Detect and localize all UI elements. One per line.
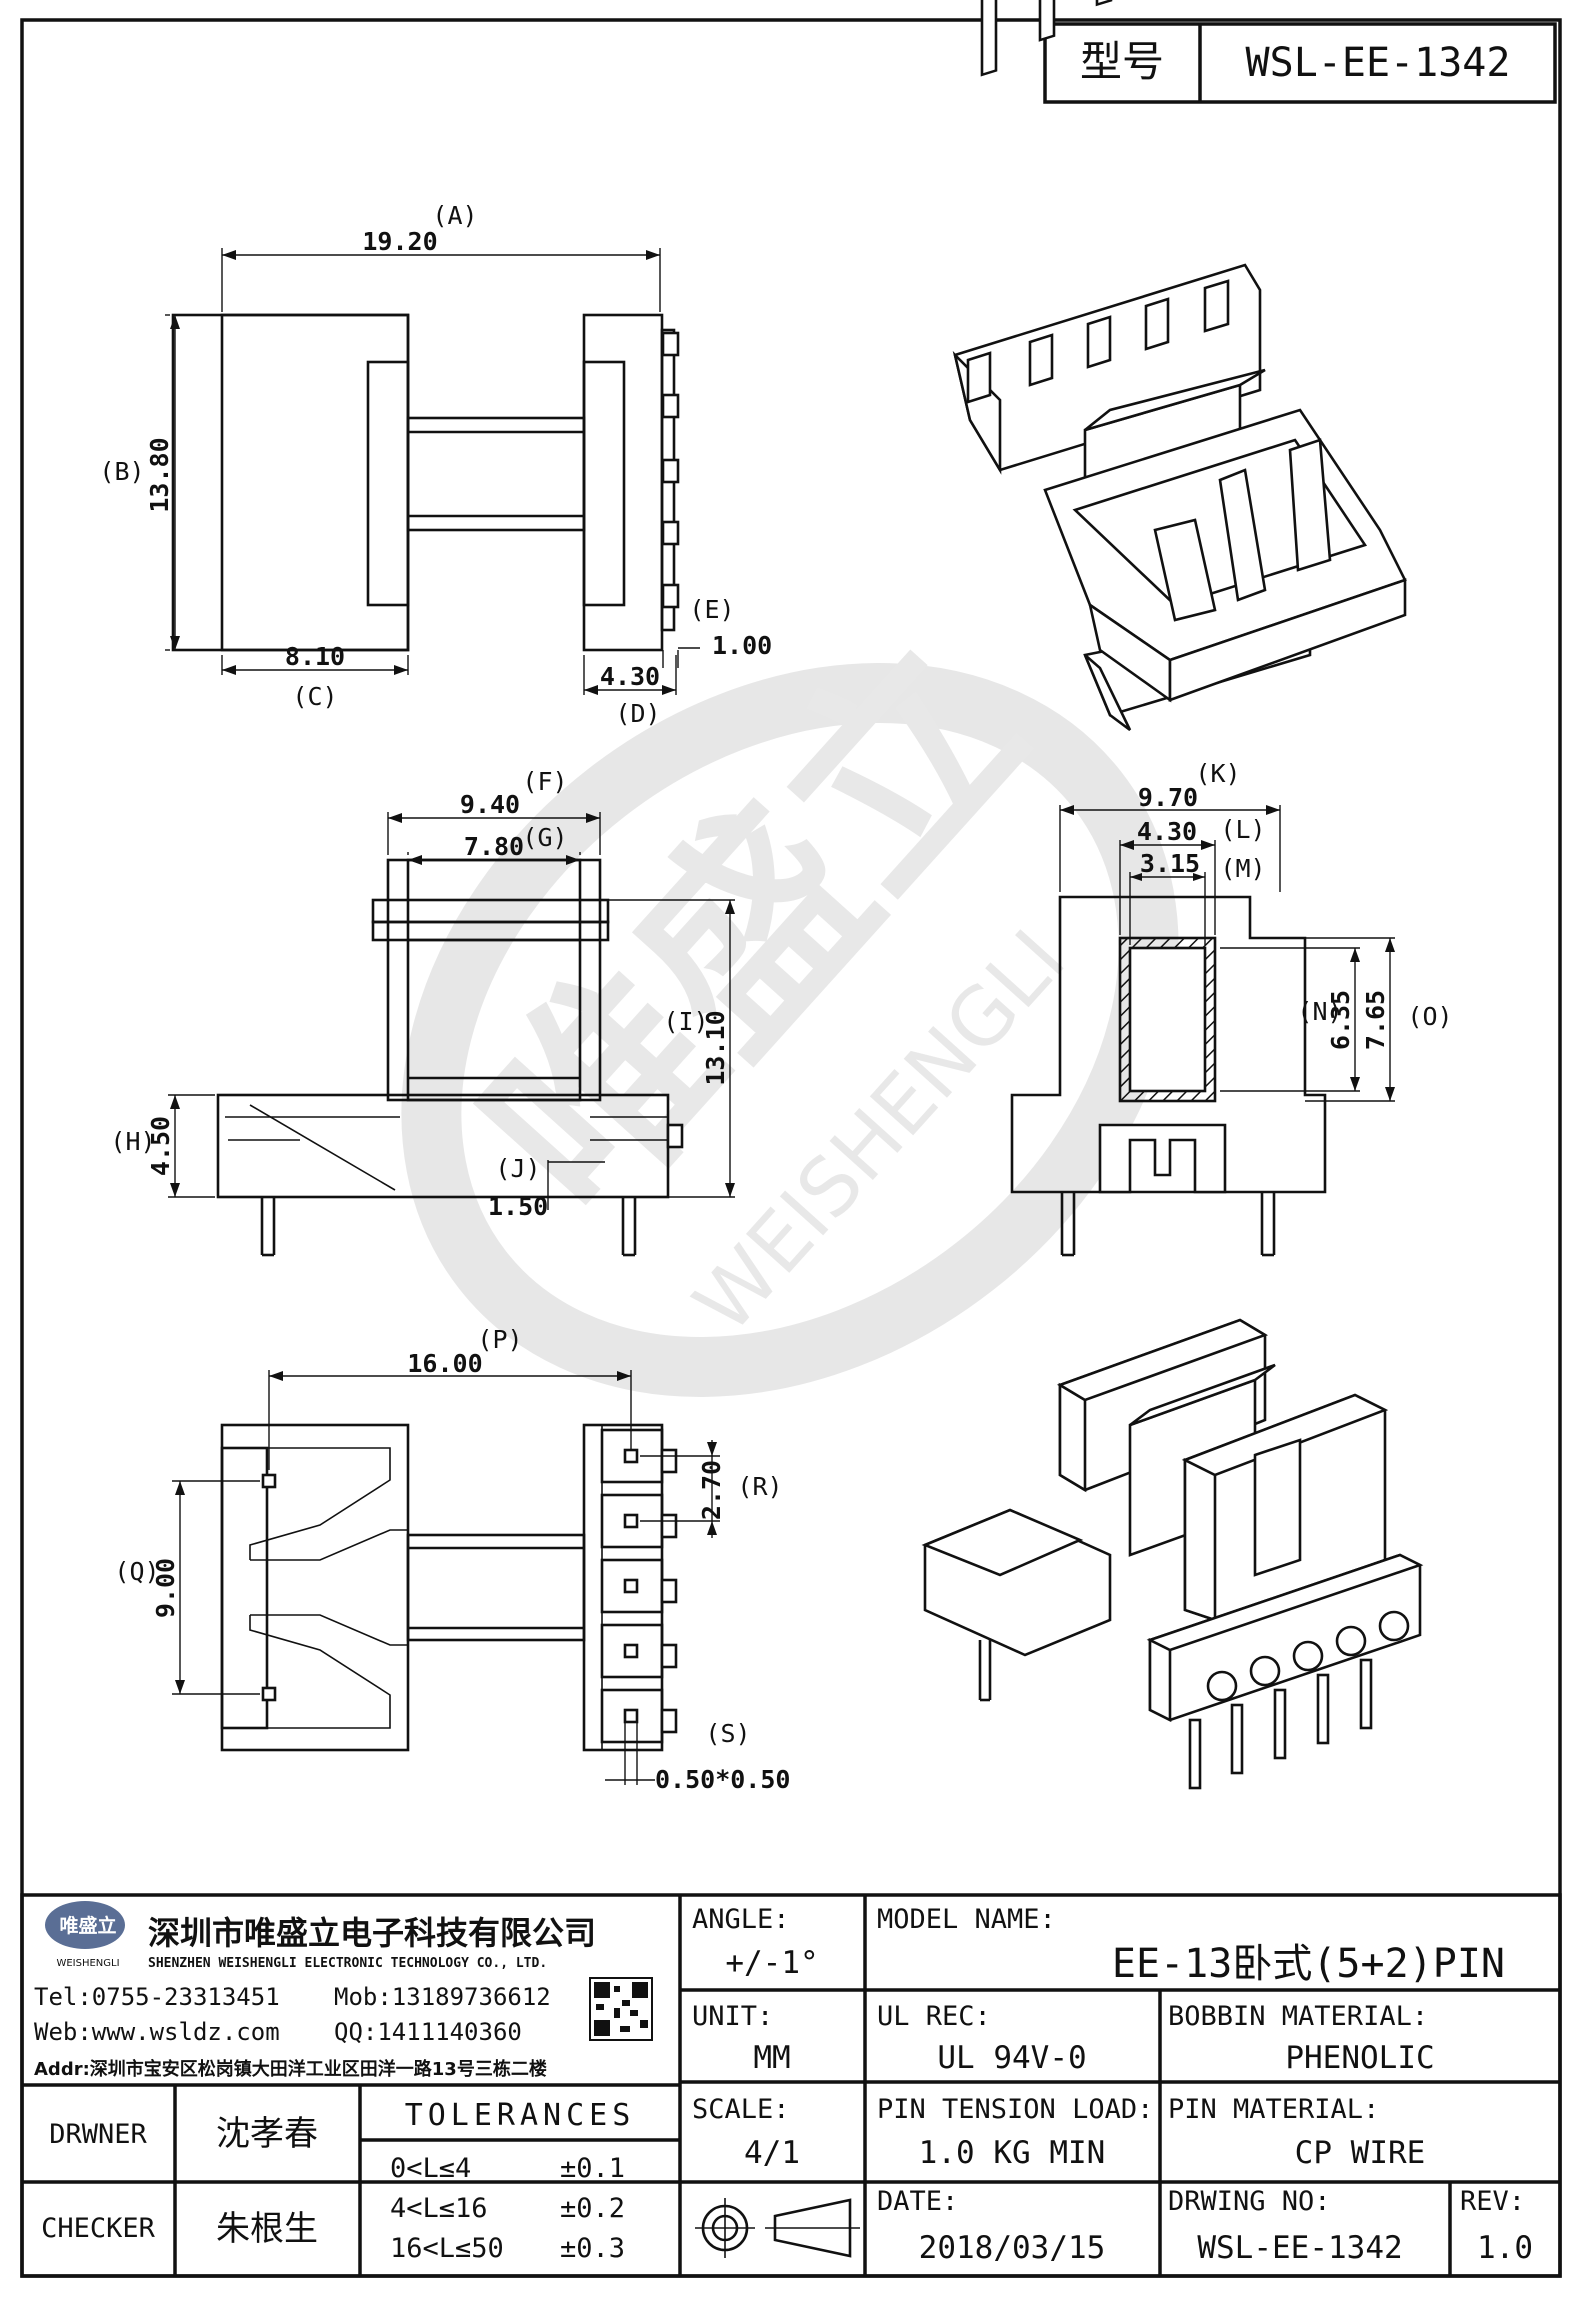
dim-S-label: (S)	[705, 1719, 750, 1748]
tol-range-3: 16<L≤50	[390, 2233, 504, 2264]
model-code: WSL-EE-1342	[1246, 40, 1511, 86]
projection-symbol	[695, 2198, 860, 2258]
drawing-no-label: DRWING NO:	[1168, 2186, 1331, 2217]
tol-value-3: ±0.3	[560, 2233, 625, 2264]
dim-C-value: 8.10	[285, 642, 345, 671]
title-block: 唯盛立 WEISHENGLI 深圳市唯盛立电子科技有限公司 SHENZHEN W…	[20, 1893, 1562, 2278]
dim-G-label: (G)	[522, 823, 567, 852]
company-tel: Tel:0755-23313451	[34, 1983, 280, 2011]
tol-value-1: ±0.1	[560, 2153, 625, 2184]
tol-range-2: 4<L≤16	[390, 2193, 488, 2224]
qr-code	[589, 1977, 653, 2041]
isometric-view-top	[952, 0, 1407, 732]
company-logo: 唯盛立 WEISHENGLI	[45, 1901, 125, 1969]
ul-rec-label: UL REC:	[877, 2001, 991, 2032]
dim-D-label: (D)	[615, 699, 660, 728]
tolerances-label: TOLERANCES	[405, 2098, 636, 2133]
scale-label: SCALE:	[692, 2094, 790, 2125]
pin-tension-value: 1.0 KG MIN	[919, 2135, 1106, 2171]
model-name-value: EE-13卧式(5+2)PIN	[1112, 1941, 1505, 1987]
dim-K-label: (K)	[1195, 759, 1240, 788]
side-view: 9.70 (K) 4.30 (L) 3.15 (M) 6.35 (N) 7.65…	[1010, 759, 1453, 1257]
company-qq: QQ:1411140360	[334, 2018, 522, 2046]
top-view: 19.20 (A) 13.80 (B) 8.10 (C) 4.30 (D) 1.…	[99, 201, 772, 728]
pin-material-value: CP WIRE	[1295, 2135, 1426, 2171]
dim-P-value: 16.00	[407, 1349, 482, 1378]
company-mob: Mob:13189736612	[334, 1983, 551, 2011]
drawer-label: DRWNER	[49, 2119, 147, 2150]
dim-O-value: 7.65	[1361, 990, 1390, 1050]
header-box: 型号 WSL-EE-1342	[1043, 22, 1557, 104]
bobbin-material-label: BOBBIN MATERIAL:	[1168, 2001, 1428, 2032]
dim-H-value: 4.50	[146, 1116, 175, 1176]
dim-D-value: 4.30	[600, 662, 660, 691]
dim-J-value: 1.50	[488, 1192, 548, 1221]
pin-tension-label: PIN TENSION LOAD:	[877, 2094, 1153, 2125]
front-view: 9.40 (F) 7.80 (G) 4.50 (H) 13.10 (I) 1.5…	[110, 767, 735, 1257]
dim-J-label: (J)	[495, 1154, 540, 1183]
dim-B-value: 13.80	[145, 437, 174, 512]
tol-range-1: 0<L≤4	[390, 2153, 471, 2184]
dim-P-label: (P)	[477, 1325, 522, 1354]
bottom-view: 16.00 (P) 9.00 (Q) 2.70 (R) 0.50*0.50 (S…	[114, 1325, 790, 1794]
company-name-cn: 深圳市唯盛立电子科技有限公司	[148, 1914, 596, 1952]
dim-A-value: 19.20	[362, 227, 437, 256]
company-name-en: SHENZHEN WEISHENGLI ELECTRONIC TECHNOLOG…	[148, 1956, 547, 1971]
top-pins	[661, 331, 680, 609]
company-web: Web:www.wsldz.com	[34, 2018, 280, 2046]
unit-label: UNIT:	[692, 2001, 773, 2032]
dim-O-label: (O)	[1407, 1002, 1452, 1031]
unit-value: MM	[753, 2040, 790, 2076]
dim-R-label: (R)	[737, 1472, 782, 1501]
drawing-no-value: WSL-EE-1342	[1197, 2230, 1402, 2266]
dim-C-label: (C)	[292, 682, 337, 711]
dim-Q-value: 9.00	[151, 1558, 180, 1618]
logo-text: 唯盛立	[59, 1914, 116, 1937]
dim-Q-label: (Q)	[114, 1557, 159, 1586]
dim-K-value: 9.70	[1138, 783, 1198, 812]
tolerance-table: 0<L≤4 ±0.1 4<L≤16 ±0.2 16<L≤50 ±0.3	[390, 2153, 625, 2264]
angle-label: ANGLE:	[692, 1904, 790, 1935]
dim-M-value: 3.15	[1140, 849, 1200, 878]
dim-F-label: (F)	[522, 767, 567, 796]
dim-I-value: 13.10	[701, 1010, 730, 1085]
dim-G-value: 7.80	[464, 832, 524, 861]
dim-A-label: (A)	[432, 201, 477, 230]
bottom-iso-pins	[1188, 1610, 1410, 1790]
dim-S-value: 0.50*0.50	[655, 1765, 790, 1794]
model-name-label: MODEL NAME:	[877, 1904, 1056, 1935]
top-iso-pins	[980, 0, 1113, 77]
dim-M-label: (M)	[1220, 854, 1265, 883]
date-label: DATE:	[877, 2186, 958, 2217]
dim-B-label: (B)	[99, 457, 144, 486]
dim-N-value: 6.35	[1326, 990, 1355, 1050]
type-label: 型号	[1080, 37, 1164, 86]
dim-E-value: 1.00	[712, 631, 772, 660]
logo-sub: WEISHENGLI	[56, 1958, 119, 1969]
checker-value: 朱根生	[216, 2209, 318, 2249]
dim-L-value: 4.30	[1137, 817, 1197, 846]
dim-F-value: 9.40	[460, 790, 520, 819]
bobbin-material-value: PHENOLIC	[1285, 2040, 1434, 2076]
dim-N-label: (N)	[1297, 997, 1342, 1026]
dim-E-label: (E)	[689, 595, 734, 624]
drawer-value: 沈孝春	[216, 2114, 318, 2154]
ul-rec-value: UL 94V-0	[937, 2040, 1086, 2076]
dim-R-value: 2.70	[697, 1460, 726, 1520]
date-value: 2018/03/15	[919, 2230, 1106, 2266]
angle-value: +/-1°	[725, 1945, 818, 1981]
rev-label: REV:	[1460, 2186, 1525, 2217]
isometric-view-bottom	[921, 1318, 1424, 1790]
tol-value-2: ±0.2	[560, 2193, 625, 2224]
rev-value: 1.0	[1477, 2230, 1533, 2266]
dim-L-label: (L)	[1220, 815, 1265, 844]
dim-I-label: (I)	[663, 1007, 708, 1036]
checker-label: CHECKER	[41, 2213, 156, 2244]
company-addr: Addr:深圳市宝安区松岗镇大田洋工业区田洋一路13号三栋二楼	[34, 2058, 547, 2080]
dim-H-label: (H)	[110, 1127, 155, 1156]
scale-value: 4/1	[744, 2135, 800, 2171]
bottom-pins	[600, 1428, 678, 1744]
pin-material-label: PIN MATERIAL:	[1168, 2094, 1379, 2125]
